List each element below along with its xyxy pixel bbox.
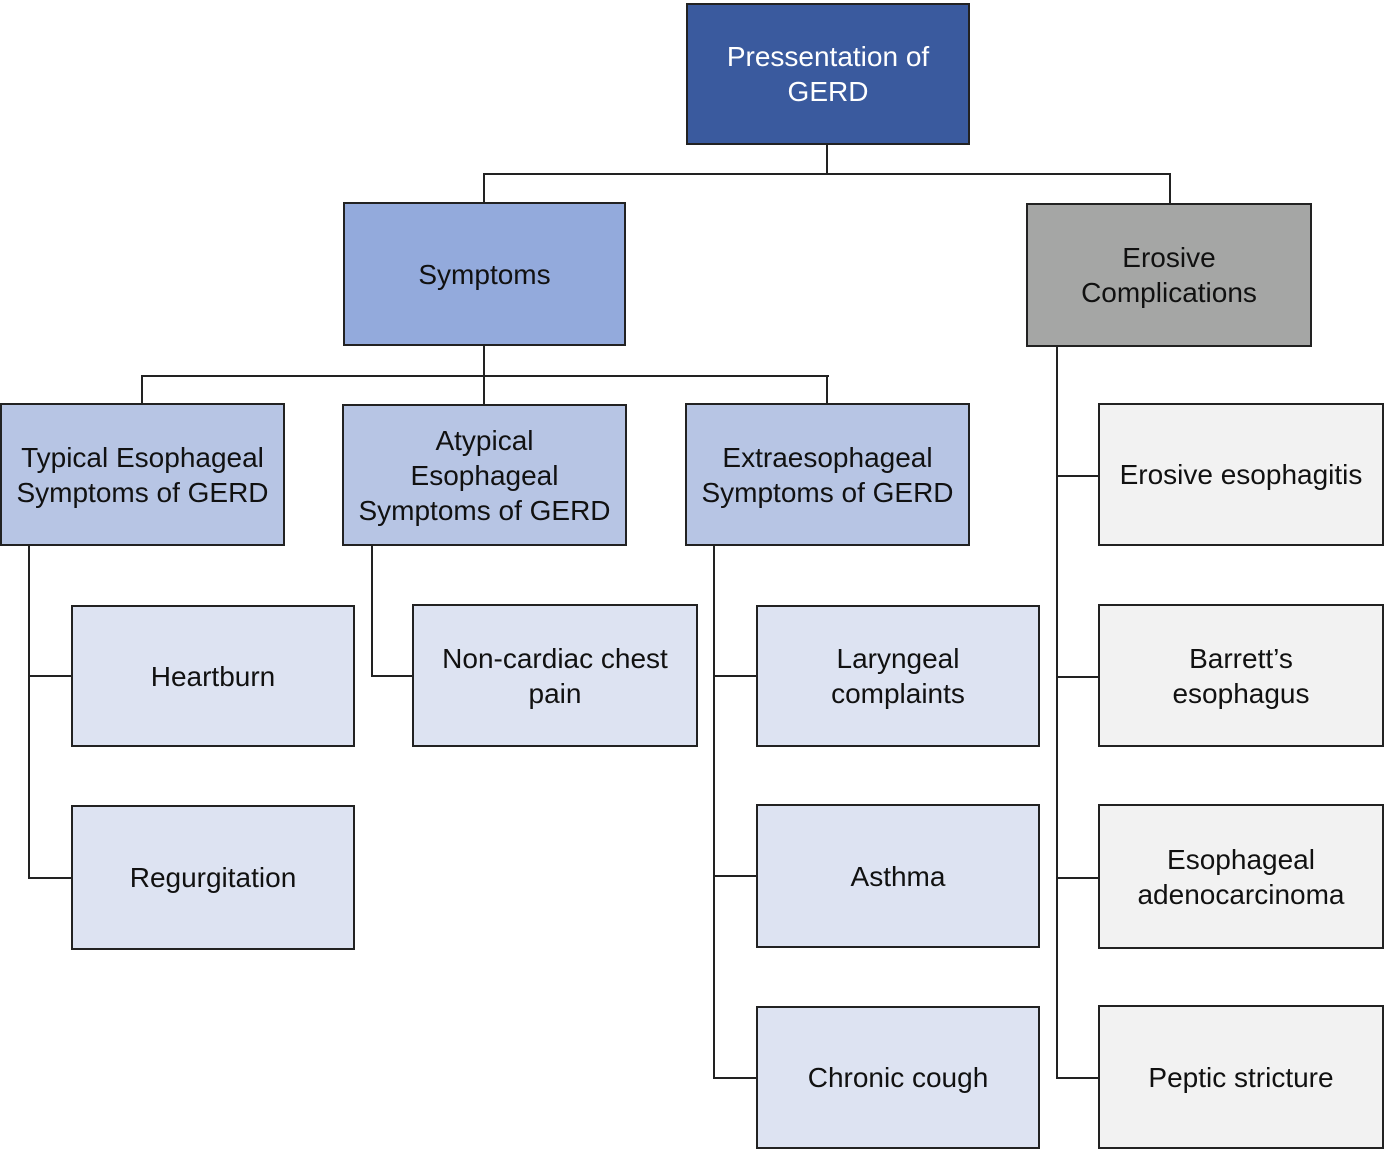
- connector-erosive-spine: [1056, 346, 1058, 1079]
- connector-extra-spine: [713, 545, 715, 1079]
- laryngeal-complaints-label: Laryngeal complaints: [831, 643, 965, 709]
- connector-to-peptic-stricture: [1056, 1077, 1100, 1079]
- esophageal-adenocarcinoma-label: Esophageal adenocarcinoma: [1137, 843, 1345, 910]
- regurgitation-label: Regurgitation: [129, 862, 297, 893]
- heartburn-node: Heartburn: [71, 605, 355, 747]
- erosive-complications-node: Erosive Complications: [1026, 203, 1312, 347]
- connector-symptoms-horizontal: [141, 375, 829, 377]
- connector-atypical-spine: [371, 545, 373, 677]
- root-label: Pressentation of GERD: [726, 41, 930, 107]
- atypical-symptoms-node: Atypical Esophageal Symptoms of GERD: [342, 404, 627, 546]
- heartburn-label: Heartburn: [150, 660, 276, 692]
- typical-symptoms-label: Typical Esophageal Symptoms of GERD: [16, 441, 269, 508]
- chronic-cough-label: Chronic cough: [807, 1062, 989, 1093]
- barretts-esophagus-label: Barrett’s esophagus: [1172, 642, 1310, 709]
- connector-to-regurgitation: [28, 877, 72, 879]
- connector-to-adenocarcinoma: [1056, 877, 1100, 879]
- atypical-symptoms-label: Atypical Esophageal Symptoms of GERD: [358, 424, 611, 526]
- connector-to-laryngeal: [713, 675, 757, 677]
- non-cardiac-chest-pain-label: Non-cardiac chest pain: [442, 642, 668, 709]
- regurgitation-node: Regurgitation: [71, 805, 355, 950]
- erosive-esophagitis-label: Erosive esophagitis: [1119, 459, 1363, 490]
- connector-root-horizontal: [483, 173, 1171, 175]
- connector-to-asthma: [713, 875, 757, 877]
- root-node: Pressentation of GERD: [686, 3, 970, 145]
- connector-to-extra: [826, 375, 828, 405]
- extraesophageal-symptoms-node: Extraesophageal Symptoms of GERD: [685, 403, 970, 546]
- peptic-stricture-label: Peptic stricture: [1148, 1061, 1334, 1093]
- non-cardiac-chest-pain-node: Non-cardiac chest pain: [412, 604, 698, 747]
- barretts-esophagus-node: Barrett’s esophagus: [1098, 604, 1384, 747]
- connector-to-typical: [141, 375, 143, 405]
- connector-to-chronic-cough: [713, 1077, 757, 1079]
- connector-to-symptoms: [483, 173, 485, 204]
- esophageal-adenocarcinoma-node: Esophageal adenocarcinoma: [1098, 804, 1384, 949]
- erosive-esophagitis-node: Erosive esophagitis: [1098, 403, 1384, 546]
- laryngeal-complaints-node: Laryngeal complaints: [756, 605, 1040, 747]
- chronic-cough-node: Chronic cough: [756, 1006, 1040, 1149]
- symptoms-label: Symptoms: [418, 258, 551, 290]
- extraesophageal-symptoms-label: Extraesophageal Symptoms of GERD: [701, 441, 954, 508]
- connector-typical-spine: [28, 545, 30, 879]
- connector-to-heartburn: [28, 675, 72, 677]
- connector-to-chest-pain: [371, 675, 414, 677]
- peptic-stricture-node: Peptic stricture: [1098, 1005, 1384, 1149]
- erosive-complications-label: Erosive Complications: [1081, 242, 1257, 308]
- connector-root-down: [826, 144, 828, 175]
- connector-to-erosive: [1169, 173, 1171, 205]
- connector-to-erosive-esophagitis: [1056, 475, 1100, 477]
- asthma-label: Asthma: [850, 860, 946, 892]
- symptoms-node: Symptoms: [343, 202, 626, 346]
- asthma-node: Asthma: [756, 804, 1040, 948]
- connector-to-barretts: [1056, 676, 1100, 678]
- typical-symptoms-node: Typical Esophageal Symptoms of GERD: [0, 403, 285, 546]
